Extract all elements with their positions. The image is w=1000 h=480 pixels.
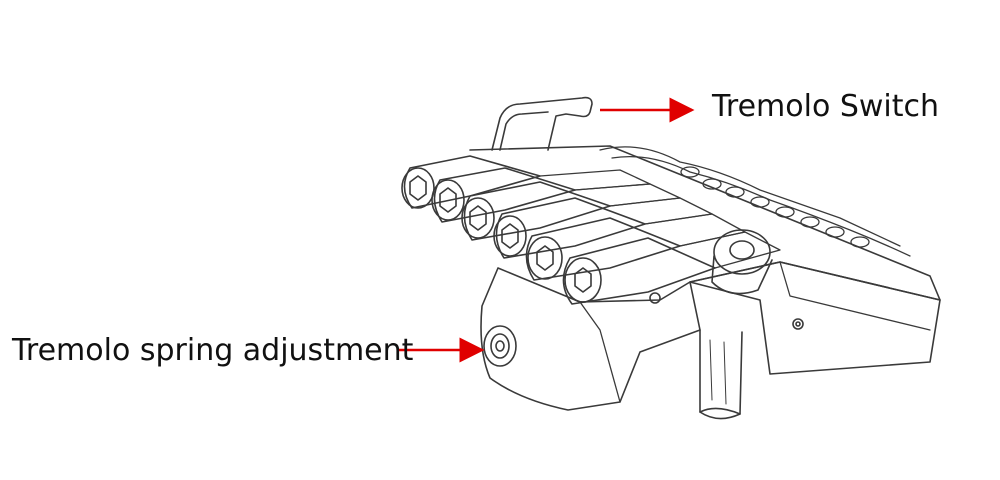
screw: [792, 318, 804, 330]
locking-knob: [711, 229, 773, 295]
tremolo-spring-label: Tremolo spring adjustment: [12, 333, 414, 368]
baseplate-top: [469, 145, 941, 301]
tremolo-switch-label: Tremolo Switch: [712, 89, 940, 124]
arm-socket: [699, 329, 743, 420]
saddle-blocks: [539, 169, 781, 269]
spring-adjustment-socket: [483, 325, 517, 367]
sustain-block: [480, 267, 701, 411]
housing-block: [689, 261, 941, 375]
saddle-barrels: [401, 155, 716, 305]
tremolo-switch-lever: [491, 96, 593, 151]
